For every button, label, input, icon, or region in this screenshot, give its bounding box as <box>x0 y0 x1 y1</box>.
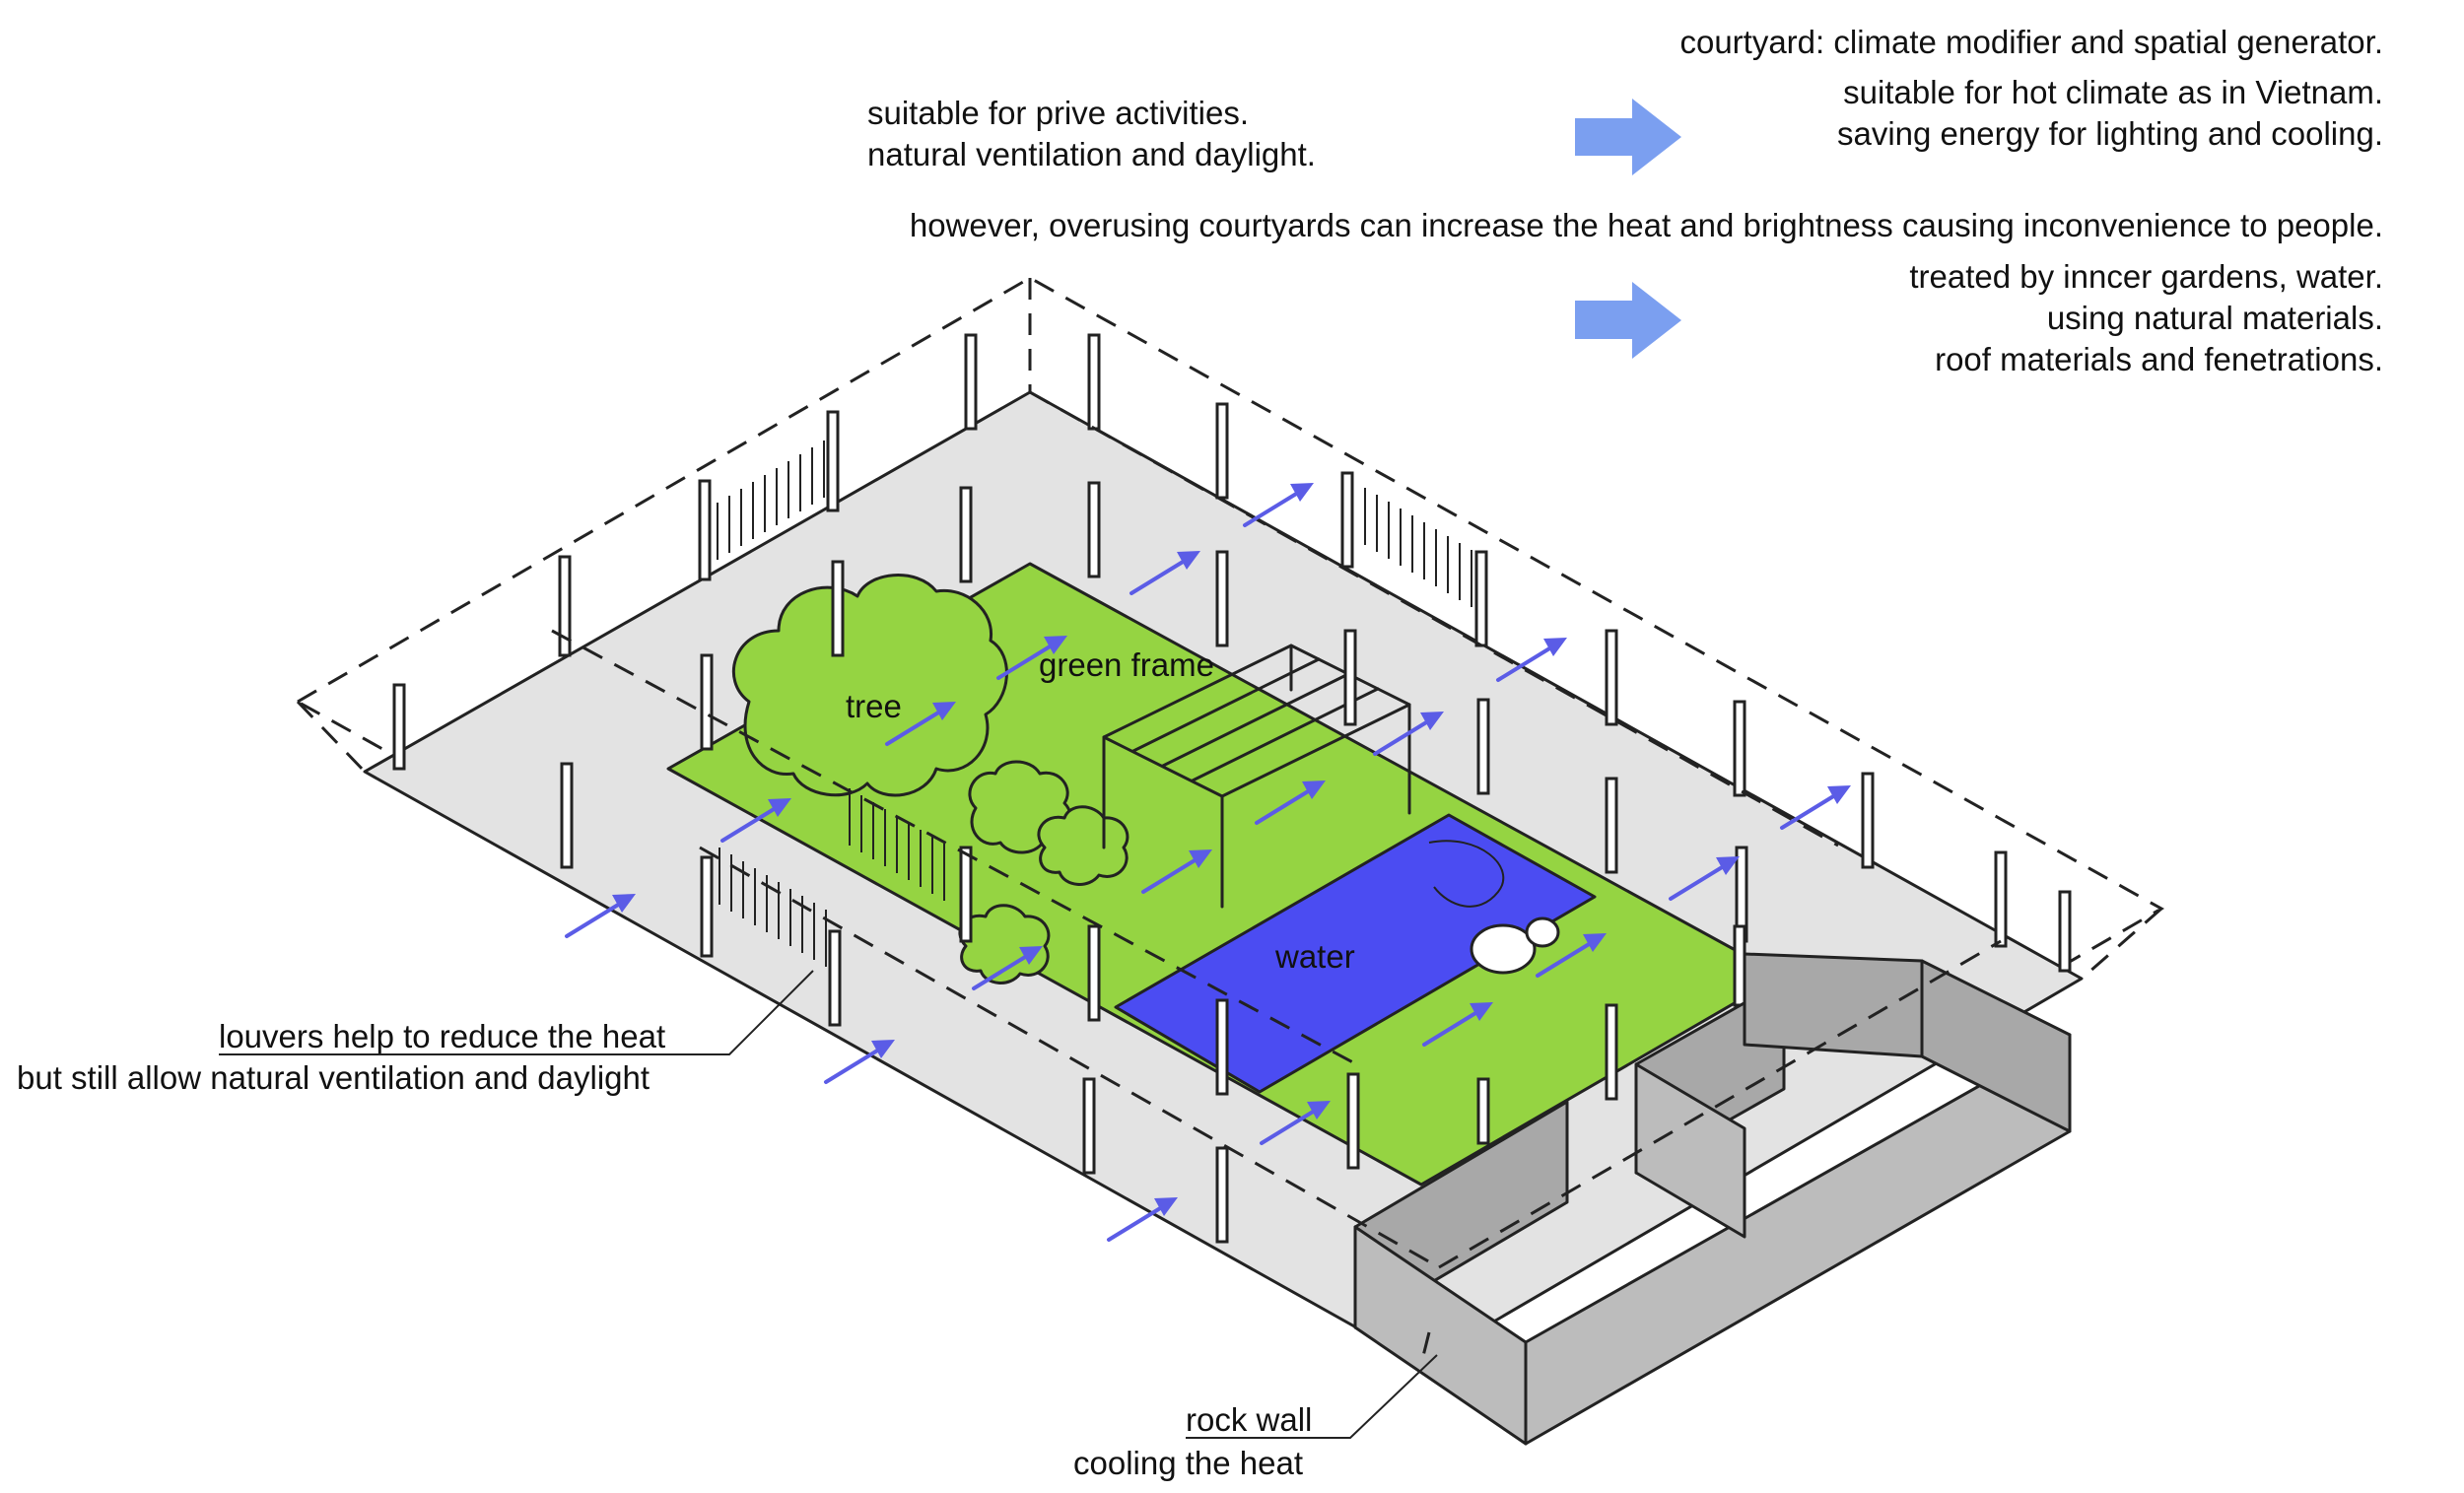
wind-arrowhead-icon <box>1154 1197 1178 1216</box>
louvers-leader-line <box>219 970 814 1055</box>
pergola <box>1102 644 1411 909</box>
header-title: courtyard: climate modifier and spatial … <box>1679 24 2383 60</box>
wind-arrowhead-icon <box>768 798 791 817</box>
wind-arrowhead-icon <box>1019 946 1043 965</box>
header-right-line-1: suitable for hot climate as in Vietnam. <box>1843 74 2383 110</box>
wind-arrowhead-icon <box>1307 1101 1331 1120</box>
wind-arrow-icon <box>1536 936 1601 978</box>
structural-lines <box>296 278 2162 1365</box>
wind-arrow-icon <box>824 1043 889 1084</box>
tree-label: tree <box>846 688 902 724</box>
wind-arrow-icon <box>1129 554 1195 595</box>
wind-arrow-icon <box>1260 1104 1325 1145</box>
wind-arrow-icon <box>1255 783 1320 825</box>
header-right-line-2: saving energy for lighting and cooling. <box>1837 115 2383 152</box>
wind-arrowhead-icon <box>871 1040 895 1058</box>
wind-arrow-icon <box>1669 859 1734 901</box>
big-arrow-icon <box>1575 99 1681 175</box>
water-label: water <box>1274 938 1355 975</box>
wind-arrow-icon <box>1422 1005 1487 1047</box>
pool-edge-detail <box>1428 840 1505 908</box>
wind-arrow-icon <box>996 639 1061 680</box>
treatment-line-1: treated by inncer gardens, water. <box>1909 258 2383 295</box>
wind-arrowhead-icon <box>1470 1002 1493 1021</box>
wind-arrow-icon <box>885 705 950 746</box>
pool-rock <box>1525 916 1560 948</box>
wind-arrowhead-icon <box>1189 849 1212 868</box>
treatment-line-2: using natural materials. <box>2047 300 2383 336</box>
wind-arrowhead-icon <box>1290 483 1314 502</box>
wind-arrowhead-icon <box>1583 933 1607 952</box>
wind-arrowhead-icon <box>1044 636 1067 654</box>
wind-arrowhead-icon <box>1827 785 1851 804</box>
header-text: courtyard: climate modifier and spatial … <box>867 24 2383 377</box>
wind-arrowhead-icon <box>1177 551 1200 570</box>
wind-arrowhead-icon <box>612 894 636 913</box>
louvers-label-line-2: but still allow natural ventilation and … <box>17 1059 650 1096</box>
big-arrow-icon <box>1575 282 1681 359</box>
wind-arrow-icon <box>720 801 786 843</box>
rock-wall-leader-line <box>1186 1354 1438 1439</box>
wind-arrow-icon <box>1243 486 1308 527</box>
header-left-line-2: natural ventilation and daylight. <box>867 136 1316 172</box>
wind-arrow-icon <box>972 949 1037 990</box>
louvers <box>717 441 1472 967</box>
rock-wall <box>1353 952 2072 1446</box>
header-left-line-1: suitable for prive activities. <box>867 95 1249 131</box>
rock-wall-label-line-2: cooling the heat <box>1073 1445 1303 1481</box>
wind-arrows <box>565 483 1851 1242</box>
rock-wall-label-line-1: rock wall <box>1186 1401 1312 1438</box>
wind-arrowhead-icon <box>1302 780 1326 799</box>
wind-arrowhead-icon <box>1543 638 1567 656</box>
columns <box>392 333 2072 1244</box>
wind-arrowhead-icon <box>932 702 956 720</box>
wind-arrowhead-icon <box>1716 856 1740 875</box>
treatment-line-3: roof materials and fenetrations. <box>1935 341 2383 377</box>
pool-rock <box>1470 923 1537 975</box>
louvers-label-line-1: louvers help to reduce the heat <box>219 1018 665 1054</box>
water-pool <box>1114 813 1597 1094</box>
green-frame-label: green frame <box>1039 646 1214 683</box>
wind-arrow-icon <box>1107 1200 1172 1242</box>
wind-arrowhead-icon <box>1420 712 1444 730</box>
wind-arrow-icon <box>1780 788 1845 830</box>
wind-arrow-icon <box>1373 714 1438 756</box>
header-however: however, overusing courtyards can increa… <box>910 207 2383 243</box>
wind-arrow-icon <box>565 897 630 938</box>
wind-arrow-icon <box>1496 641 1561 682</box>
wind-arrow-icon <box>1141 852 1206 894</box>
